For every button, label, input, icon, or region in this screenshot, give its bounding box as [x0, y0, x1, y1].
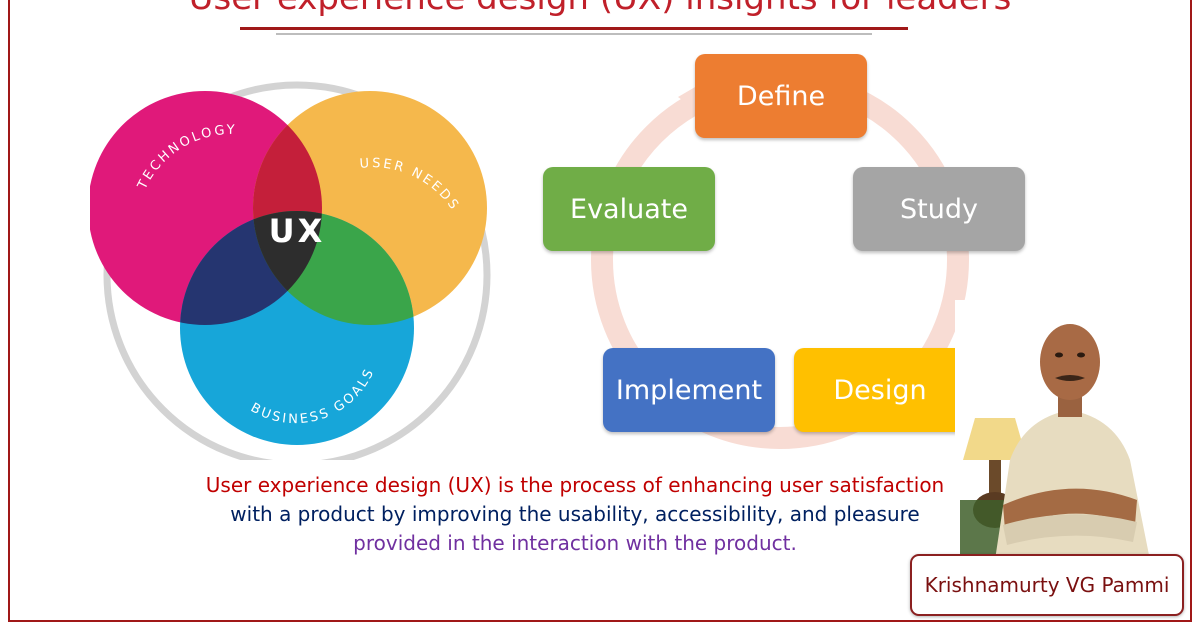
mustache: [1055, 375, 1085, 381]
user-needs-business-overlap: [253, 211, 414, 325]
description-line-2: with a product by improving the usabilit…: [230, 502, 920, 526]
ux-definition-text: User experience design (UX) is the proce…: [175, 471, 975, 558]
title-underline-secondary: [276, 33, 872, 35]
author-photo: [955, 300, 1185, 560]
face: [1040, 324, 1100, 400]
step-study: Study: [853, 167, 1025, 251]
step-implement: Implement: [603, 348, 775, 432]
step-design: Design: [794, 348, 966, 432]
author-name-card: Krishnamurty VG Pammi: [910, 554, 1184, 616]
description-line-3: provided in the interaction with the pro…: [353, 531, 797, 555]
ux-center-label: UX: [269, 212, 326, 250]
lamp-shade: [963, 418, 1027, 460]
slide-border: [8, 0, 1192, 622]
outer-ring: [103, 81, 491, 460]
description-line-1: User experience design (UX) is the proce…: [205, 473, 945, 497]
ux-venn-diagram: UX TECHNOLOGY USER NEEDS BUSINESS GOALS: [90, 81, 491, 460]
page-title: User experience design (UX) insights for…: [0, 0, 1200, 18]
technology-business-overlap: [180, 211, 322, 325]
step-evaluate: Evaluate: [543, 167, 715, 251]
title-underline: [240, 27, 908, 30]
step-define: Define: [695, 54, 867, 138]
